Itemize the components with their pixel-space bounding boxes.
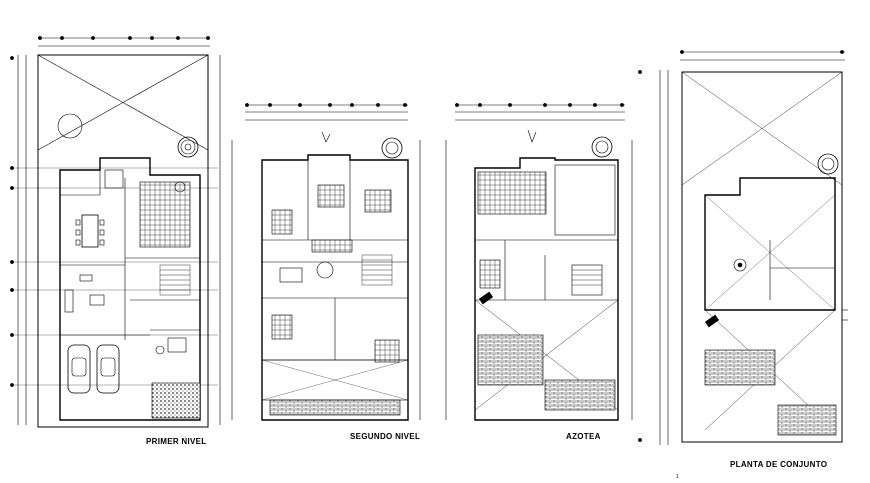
plan-segundo-nivel <box>231 103 421 421</box>
title-primer-nivel: PRIMER NIVEL <box>146 437 207 446</box>
plan-primer-nivel <box>10 36 221 428</box>
footnote-mark: 1 <box>676 474 679 480</box>
title-azotea: AZOTEA <box>566 432 601 441</box>
plan-planta-de-conjunto <box>638 50 848 445</box>
plan-azotea <box>445 103 633 421</box>
title-planta-de-conjunto: PLANTA DE CONJUNTO <box>730 460 828 469</box>
title-segundo-nivel: SEGUNDO NIVEL <box>350 432 421 441</box>
